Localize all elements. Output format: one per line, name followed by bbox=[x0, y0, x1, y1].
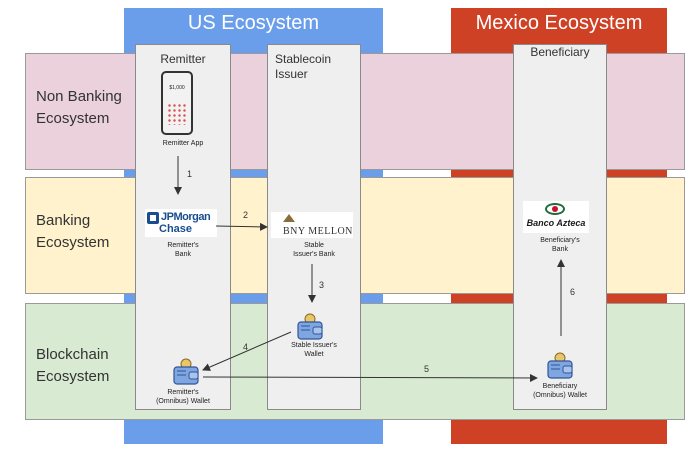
step-3-label: 3 bbox=[319, 280, 325, 290]
remitter-wallet-caption: Remitter's(Omnibus) Wallet bbox=[156, 389, 210, 405]
step-1-label: 1 bbox=[187, 169, 193, 179]
phone-amount: $1,000 bbox=[169, 85, 185, 91]
wallet-icon bbox=[296, 313, 324, 341]
us-ecosystem-title: US Ecosystem bbox=[187, 12, 320, 34]
step-4-label: 4 bbox=[243, 342, 249, 352]
beneficiary-lane-title: Beneficiary bbox=[530, 45, 590, 59]
arrow-step-4 bbox=[202, 331, 292, 371]
step-2-label: 2 bbox=[243, 210, 249, 220]
step-6-label: 6 bbox=[570, 287, 576, 297]
jpmorgan-logo-icon: JPMorgan Chase bbox=[145, 209, 217, 237]
mexico-ecosystem-title: Mexico Ecosystem bbox=[475, 12, 643, 34]
arrow-step-5 bbox=[202, 373, 538, 382]
wallet-icon bbox=[172, 358, 200, 386]
beneficiary-lane bbox=[513, 44, 607, 410]
beneficiary-wallet-caption: Beneficiary(Omnibus) Wallet bbox=[533, 383, 587, 399]
wallet-icon bbox=[546, 352, 574, 380]
step-5-label: 5 bbox=[424, 364, 430, 374]
banco-azteca-logo-icon: Banco Azteca bbox=[523, 201, 589, 233]
arrow-step-2 bbox=[215, 222, 268, 231]
remitter-app-caption: Remitter App bbox=[162, 140, 204, 147]
phone-icon: $1,000 bbox=[161, 71, 193, 135]
remitter-lane-title: Remitter bbox=[160, 52, 206, 66]
bny-mellon-logo-icon: BNY MELLON bbox=[271, 212, 353, 238]
